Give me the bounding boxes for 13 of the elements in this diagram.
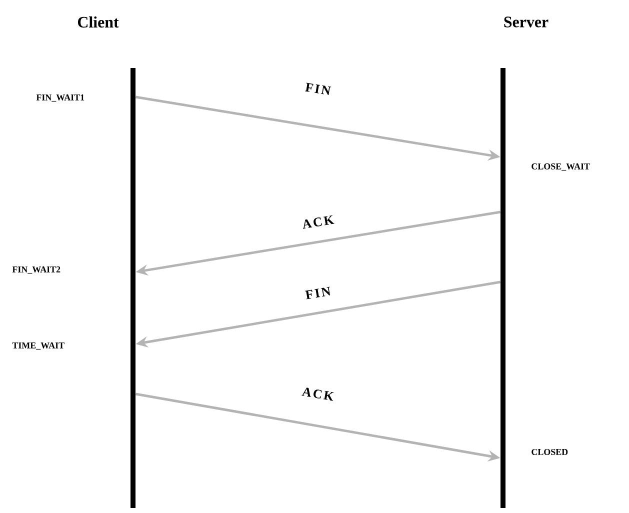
edge-label: FIN xyxy=(304,286,332,300)
lifeline xyxy=(500,68,506,508)
edge-label: ACK xyxy=(300,214,336,230)
edge-label: FIN xyxy=(304,82,332,96)
state-label: CLOSE_WAIT xyxy=(532,163,590,171)
lifeline-title: Server xyxy=(504,16,548,28)
edge-label: ACK xyxy=(300,386,336,402)
state-label: CLOSED xyxy=(532,448,568,455)
lifeline xyxy=(130,68,136,508)
state-label: FIN_WAIT1 xyxy=(36,94,84,102)
lifeline-title: Client xyxy=(78,16,119,28)
state-label: FIN_WAIT2 xyxy=(12,266,60,274)
state-label: TIME_WAIT xyxy=(12,342,64,350)
